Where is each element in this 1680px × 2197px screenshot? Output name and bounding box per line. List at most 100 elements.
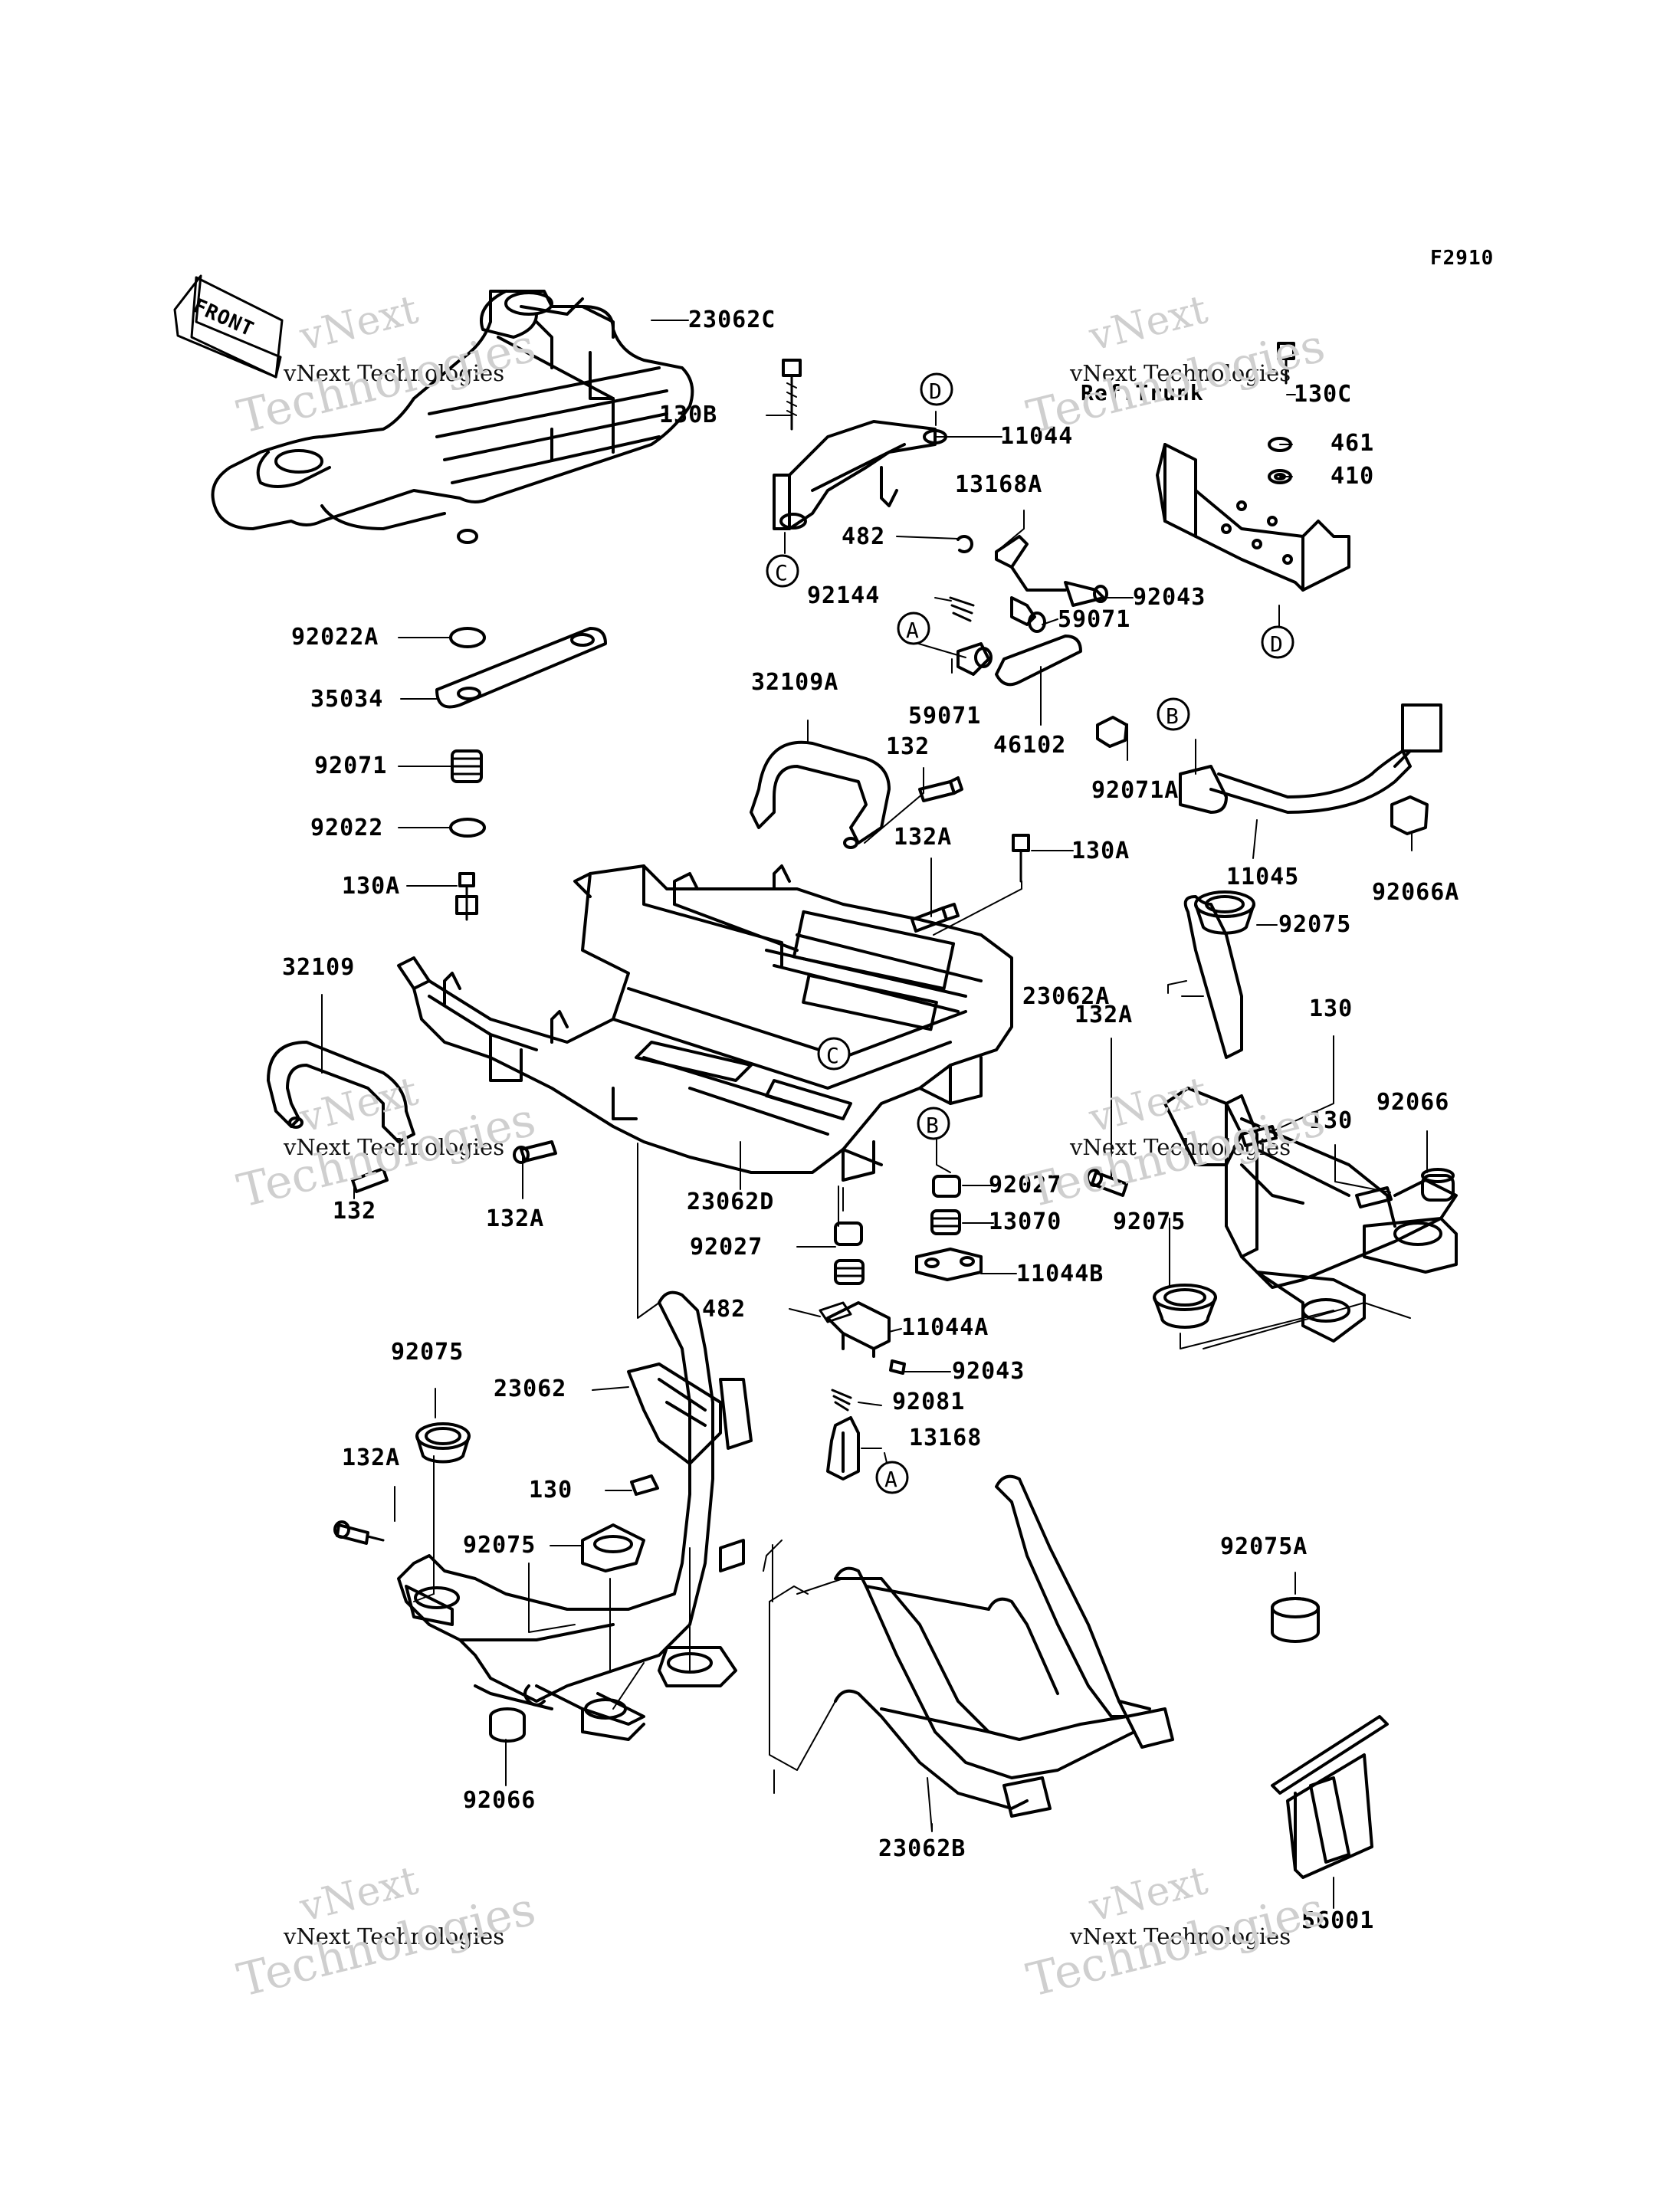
leader-lines [321,320,1428,1909]
mud-flap-56001 [1271,1715,1389,1879]
support-bar-11045 [1179,703,1442,814]
part-label: 59071 [908,703,982,730]
part-label: 92022A [291,624,379,651]
part-label: 92081 [892,1389,966,1415]
part-label: 132A [486,1205,545,1232]
part-label: 92027 [690,1234,763,1261]
part-label: 130A [1071,838,1130,864]
front-arrow-icon [173,274,284,379]
part-label: 32109A [751,669,839,696]
grommet-92075-left-top [415,1422,471,1464]
rear-rack-23062d [397,864,1013,1182]
part-label: 132 [333,1198,377,1225]
bolt-130-right-a [1240,1125,1278,1147]
grommet-92075-left-mid [581,1523,645,1572]
part-label: 11044B [1016,1261,1104,1287]
bolt-132 [918,776,963,802]
part-label: 46102 [993,732,1067,759]
part-label: 92075 [463,1532,536,1559]
part-label: 23062 [494,1376,567,1402]
bracket-11044a [819,1301,906,1481]
part-label: 92043 [952,1358,1025,1385]
part-label: 410 [1331,463,1375,490]
callout-d-top: D [929,379,943,404]
part-label: 92144 [807,582,881,609]
ref-trunk-note: Ref.Trunk [1081,380,1204,405]
part-label: 92075 [1278,911,1352,938]
bolt-132a-top [911,903,960,933]
callout-a-top: A [906,618,920,643]
bolt-130a-right [1012,834,1030,883]
part-label: 35034 [310,686,384,713]
spacers-center [834,1175,983,1285]
mount-stack-left [435,627,607,921]
callout-b-top: B [1166,703,1180,729]
part-label: 13168 [909,1425,983,1451]
part-label: 32109 [282,954,356,981]
part-label: 59071 [1058,606,1131,633]
part-label: 92066 [463,1787,536,1814]
bolt-132a-left [513,1140,557,1164]
part-label: 13168A [955,471,1043,498]
callout-a-bottom: A [884,1467,898,1492]
bolt-132-left [351,1167,389,1193]
handle-32109 [267,1041,415,1143]
part-label: 23062B [878,1835,966,1862]
cap-92066-right [1421,1168,1455,1202]
bolt-130-lower [630,1474,659,1496]
part-label: 130 [1309,995,1354,1022]
callout-c-mid: C [826,1043,840,1068]
part-label: 92022 [310,815,384,841]
handle-32109a [750,740,891,849]
part-label: 23062A [1022,983,1111,1010]
trunk-bracket [1156,342,1350,592]
bracket-11044 [773,420,947,530]
cap-92066-lower [489,1707,526,1743]
part-label: 92066 [1376,1089,1450,1116]
callout-d-right: D [1270,631,1284,657]
part-label: 11044A [901,1314,989,1341]
callout-b-mid: B [926,1113,940,1138]
part-label: 23062C [688,307,776,333]
part-label: 132A [1075,1002,1134,1028]
grommet-92075-right-bottom [1153,1284,1217,1329]
part-label: 56001 [1301,1907,1375,1934]
grommet-92075-right-top [1194,890,1255,935]
part-label: 11045 [1226,864,1300,890]
callout-circles [766,372,1294,1494]
part-label: 132 [886,733,930,760]
bolt-130-right-b [1355,1186,1393,1208]
part-label: 92027 [989,1172,1062,1199]
part-label: 13070 [989,1208,1062,1235]
part-label: 92066A [1372,879,1460,906]
callout-c-top: C [775,560,789,585]
front-rack-23062c [211,290,694,544]
part-label: 130 [1309,1107,1354,1134]
part-label: 461 [1331,430,1375,457]
main-frame-23062 [397,1290,753,1741]
subframe-23062b [834,1474,1174,1818]
bolt-130b [782,359,802,431]
part-label: 92043 [1133,584,1206,611]
latch-hardware [949,535,1108,687]
part-label: 132A [342,1444,401,1471]
part-label: 92075A [1220,1533,1308,1560]
bolt-132a-right [1086,1169,1128,1197]
part-label: 130 [529,1477,573,1503]
part-label: 92075 [391,1339,464,1366]
part-label: 482 [702,1296,746,1323]
nut-92071a [1096,716,1128,748]
figure-code: F2910 [1430,247,1495,270]
bumper-92075a [1271,1597,1320,1643]
part-label: 482 [842,523,886,550]
part-label: 130B [659,402,718,428]
part-label: 11044 [1000,423,1074,450]
part-label: 132A [894,824,953,851]
part-label: 92071 [314,753,388,779]
nut-92066a [1390,795,1429,835]
part-label: 130C [1294,381,1353,408]
part-label: 92071A [1091,777,1180,804]
part-label: 23062D [687,1189,775,1215]
